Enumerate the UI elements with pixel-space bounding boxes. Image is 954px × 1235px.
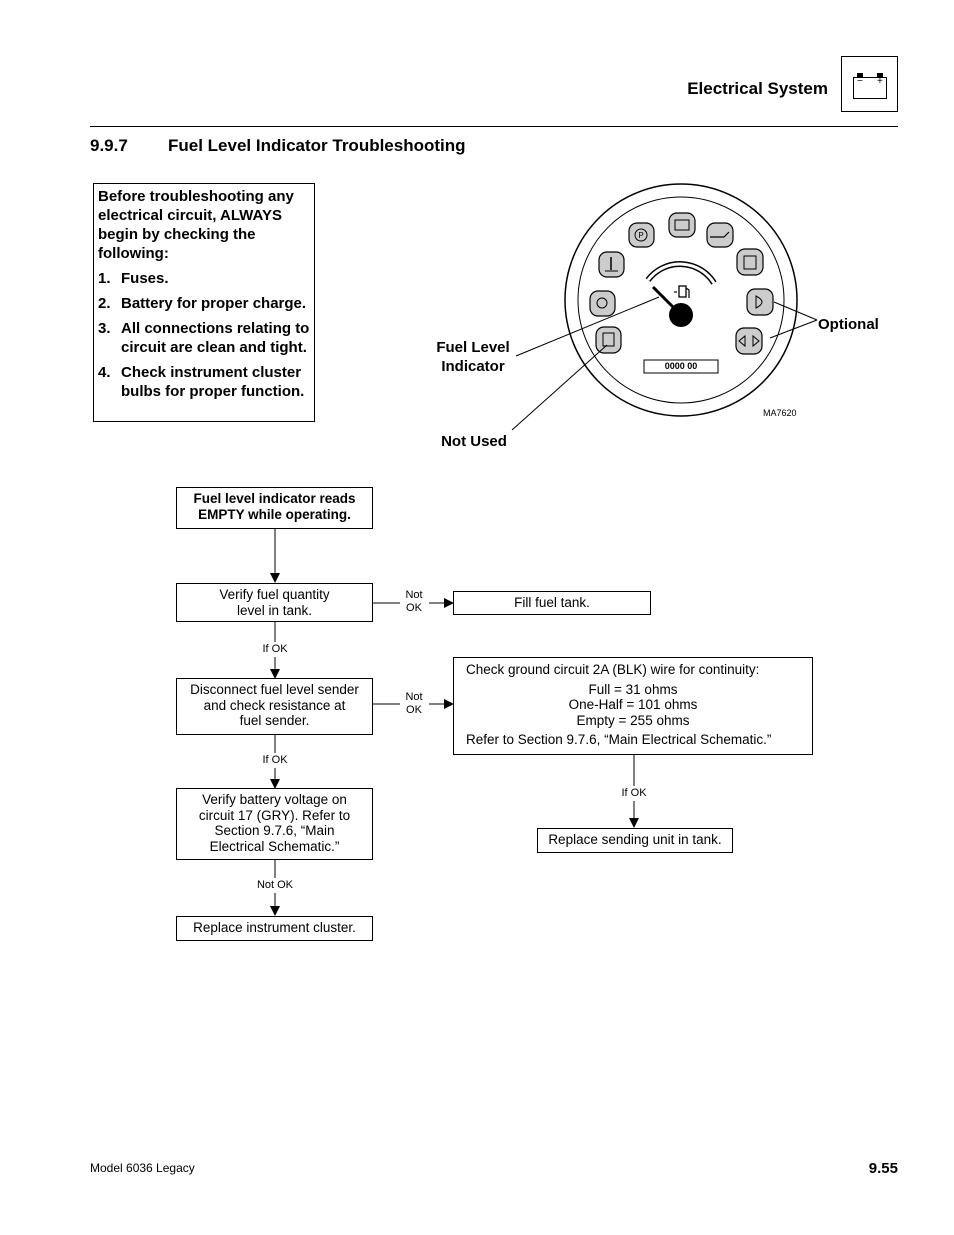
figure-id: MA7620 [763, 408, 797, 418]
not-ok-label: Not OK [405, 589, 423, 614]
odometer-readout: 0000 00 [664, 361, 698, 371]
header-rule [90, 126, 898, 127]
note-intro: Before troubleshooting any electrical ci… [98, 188, 294, 262]
note-item: 3.All connections relating to circuit ar… [98, 320, 310, 356]
hydraulic-filter-icon [736, 248, 764, 276]
flow-step-check-sender: Disconnect fuel level sender and check r… [176, 678, 373, 735]
not-ok-label: Not OK [405, 691, 423, 716]
glow-plug-icon [589, 290, 616, 317]
battery-lamp-icon [668, 212, 696, 238]
precheck-note: Before troubleshooting any electrical ci… [93, 183, 315, 422]
if-ok-label: If OK [621, 787, 647, 799]
parking-brake-icon: P [628, 222, 655, 248]
note-list: 1.Fuses. 2.Battery for proper charge. 3.… [98, 269, 310, 401]
instrument-cluster: P [564, 183, 798, 417]
optional-label: Optional [818, 316, 879, 333]
fuel-pump-icon [674, 285, 690, 298]
battery-plus: + [877, 76, 883, 87]
svg-text:P: P [638, 231, 643, 240]
note-item: 2.Battery for proper charge. [98, 295, 307, 312]
battery-icon: − + [841, 56, 898, 112]
coolant-temp-icon [598, 251, 625, 278]
section-title: Fuel Level Indicator Troubleshooting [168, 136, 466, 155]
turn-signal-icon [735, 327, 763, 355]
section-number: 9.9.7 [90, 136, 128, 155]
headlight-icon [746, 288, 774, 316]
header-title: Electrical System [687, 79, 828, 98]
flow-step-verify-battery: Verify battery voltage on circuit 17 (GR… [176, 788, 373, 860]
page-number: 9.55 [868, 1160, 898, 1177]
battery-minus: − [857, 76, 863, 87]
flow-action-replace-cluster: Replace instrument cluster. [176, 916, 373, 941]
not-used-label: Not Used [441, 433, 507, 450]
flow-action-fill-tank: Fill fuel tank. [453, 591, 651, 615]
fuel-level-indicator-label: Fuel Level Indicator [436, 339, 510, 375]
flow-start: Fuel level indicator reads EMPTY while o… [176, 487, 373, 529]
flow-action-check-ground: Check ground circuit 2A (BLK) wire for c… [453, 657, 813, 755]
footer-model: Model 6036 Legacy [90, 1161, 195, 1175]
flow-step-verify-fuel: Verify fuel quantity level in tank. [176, 583, 373, 622]
note-item: 1.Fuses. [98, 270, 169, 287]
if-ok-label: If OK [262, 754, 288, 766]
air-filter-icon [595, 326, 622, 354]
if-ok-label: If OK [262, 643, 288, 655]
oil-pressure-icon [706, 222, 734, 248]
flow-action-replace-sender: Replace sending unit in tank. [537, 828, 733, 853]
note-item: 4.Check instrument cluster bulbs for pro… [98, 364, 305, 400]
not-ok-label: Not OK [256, 879, 294, 891]
